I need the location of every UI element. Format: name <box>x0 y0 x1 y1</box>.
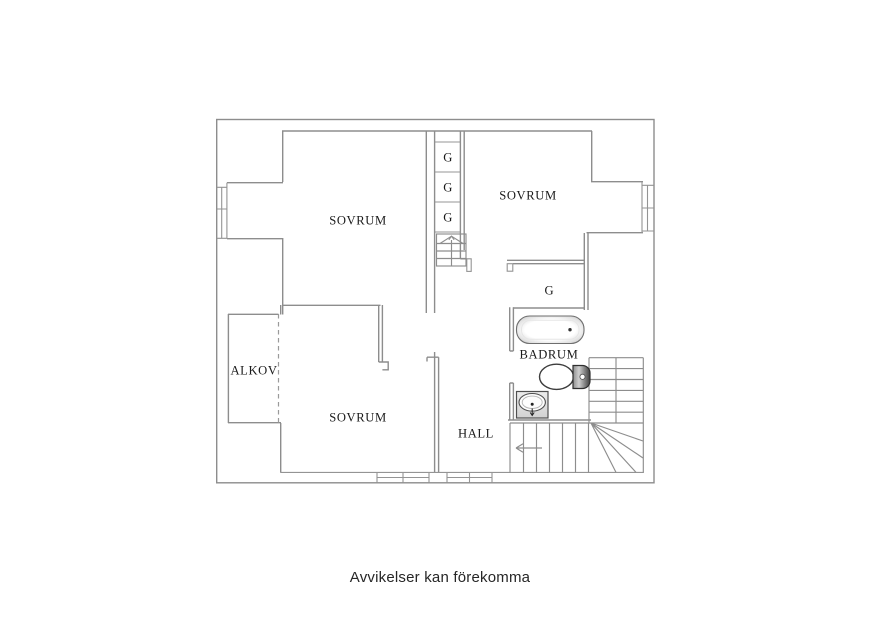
window-bottom-left <box>376 471 430 483</box>
label-badrum: BADRUM <box>520 348 579 362</box>
bathtub-icon <box>515 315 585 345</box>
label-closet-3: G <box>443 211 452 225</box>
alkov-walls <box>227 313 281 424</box>
room-labels: SOVRUM SOVRUM SOVRUM ALKOV HALL BADRUM G… <box>230 151 579 441</box>
label-sovrum-bottom: SOVRUM <box>329 411 387 425</box>
label-alkov: ALKOV <box>230 364 277 378</box>
mini-staircase <box>435 233 467 267</box>
windows <box>216 181 654 483</box>
label-closet-right: G <box>544 284 553 298</box>
label-closet-2: G <box>443 181 452 195</box>
window-bottom-right <box>446 471 493 483</box>
label-closet-1: G <box>443 151 452 165</box>
interior-walls <box>227 130 644 473</box>
label-sovrum-top-left: SOVRUM <box>329 214 387 228</box>
toilet-icon <box>538 363 591 391</box>
sink-icon <box>515 390 549 419</box>
main-staircase <box>509 357 644 473</box>
up-arrow-icon <box>448 235 455 241</box>
outer-border <box>215 118 655 484</box>
label-sovrum-top-right: SOVRUM <box>499 189 557 203</box>
label-hall: HALL <box>458 427 494 441</box>
stairs-direction-arrow-icon <box>515 443 542 453</box>
window-right <box>641 181 654 233</box>
window-left <box>216 182 228 239</box>
wardrobe-column <box>434 141 461 233</box>
disclaimer-text: Avvikelser kan förekomma <box>350 569 531 586</box>
